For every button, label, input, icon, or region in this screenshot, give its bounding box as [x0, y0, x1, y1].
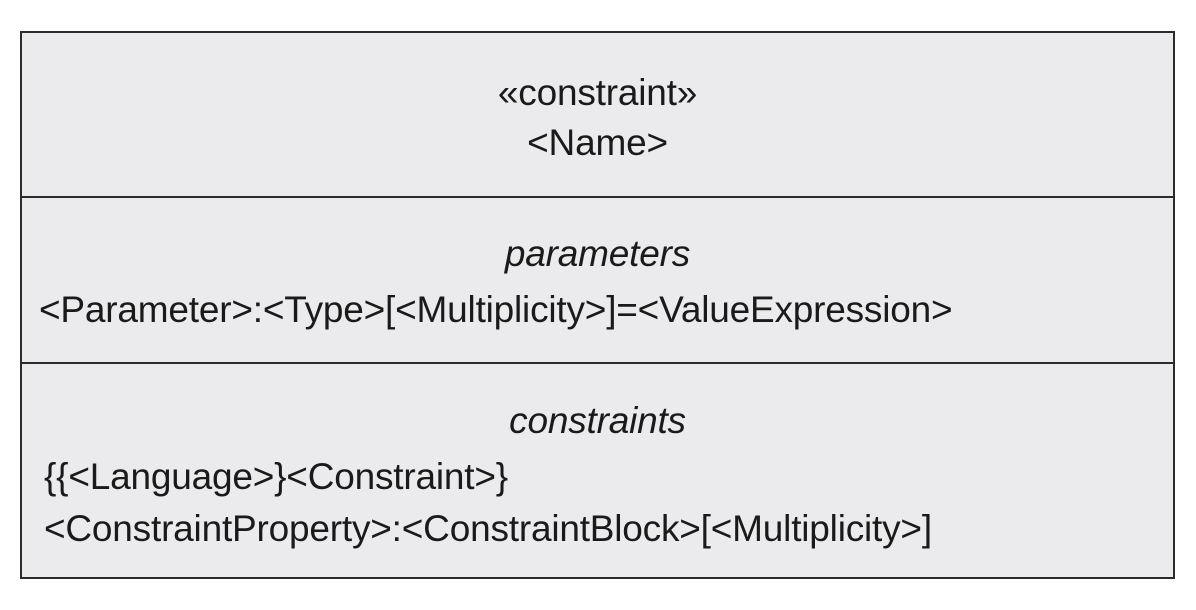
block-name: <Name>	[527, 122, 668, 163]
constraints-heading: constraints	[509, 400, 686, 441]
parameters-compartment: parameters <Parameter>:<Type>[<Multiplic…	[22, 198, 1173, 364]
parameter-entry: <Parameter>:<Type>[<Multiplicity>]=<Valu…	[39, 289, 953, 330]
constraints-compartment: constraints {{<Language>}<Constraint>} <…	[22, 364, 1173, 577]
constraint-property-entry: <ConstraintProperty>:<ConstraintBlock>[<…	[44, 508, 932, 549]
name-compartment: «constraint» <Name>	[22, 33, 1173, 198]
stereotype-label: «constraint»	[497, 72, 698, 113]
parameters-heading: parameters	[504, 233, 691, 274]
constraint-entry: {{<Language>}<Constraint>}	[44, 456, 508, 497]
constraint-block: «constraint» <Name> parameters <Paramete…	[20, 31, 1175, 579]
